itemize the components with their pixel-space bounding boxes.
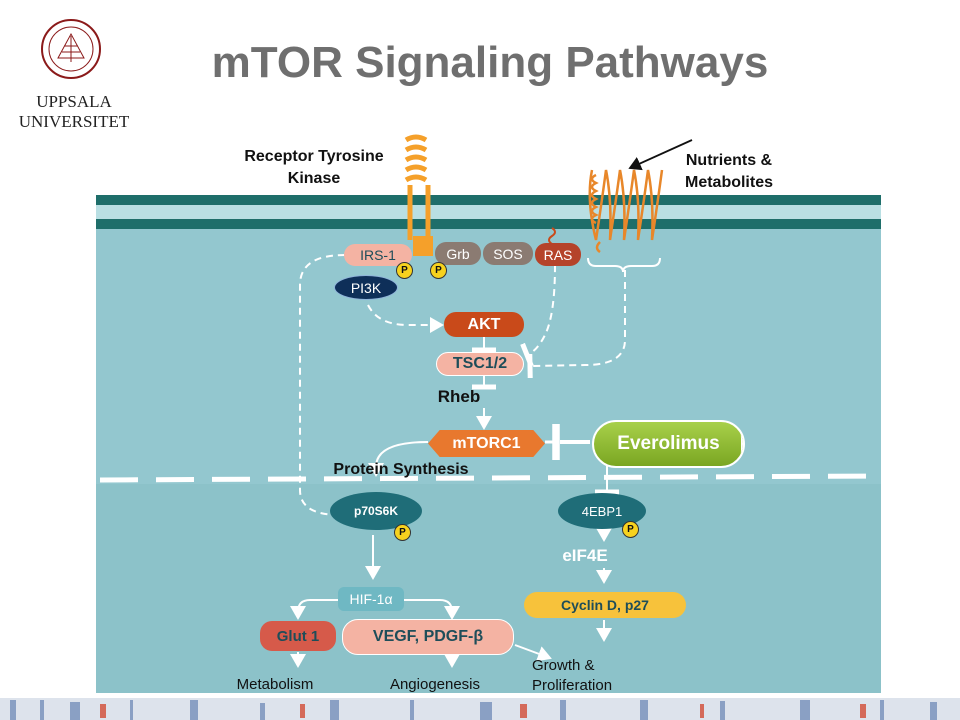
membrane-outer <box>96 195 881 205</box>
nuclear-envelope <box>99 473 881 483</box>
node-hif: HIF-1α <box>338 587 404 611</box>
nutrients-label: Nutrients & Metabolites <box>684 152 773 191</box>
nucleus-region <box>96 484 881 693</box>
node-ras: RAS <box>535 243 581 266</box>
receptor-label: Receptor Tyrosine Kinase <box>244 148 384 187</box>
node-mtorc1: mTORC1 <box>428 430 545 457</box>
phospho-badge: P <box>396 262 413 279</box>
node-akt: AKT <box>444 312 524 337</box>
node-pi3k: PI3K <box>334 275 398 300</box>
phospho-badge: P <box>430 262 447 279</box>
protein-synthesis-label: Protein Synthesis <box>333 461 469 478</box>
membrane-inner <box>96 219 881 229</box>
eif4e-label: eIF4E <box>562 546 608 565</box>
receptor-icon <box>404 134 431 240</box>
outcome-angiogenesis: Angiogenesis <box>389 676 481 693</box>
node-everolimus[interactable]: Everolimus <box>592 420 745 468</box>
university-seal-icon <box>41 19 101 79</box>
node-irs1: IRS-1 <box>344 244 412 266</box>
node-glut1: Glut 1 <box>260 621 336 651</box>
node-p70s6k: p70S6K <box>330 492 422 530</box>
node-tsc: TSC1/2 <box>436 352 524 376</box>
rheb-label: Rheb <box>437 387 481 406</box>
phospho-badge: P <box>622 521 639 538</box>
slide-title: mTOR Signaling Pathways <box>211 38 769 87</box>
node-vegf: VEGF, PDGF-β <box>342 619 514 655</box>
outcome-growth: Growth & Proliferation <box>532 657 613 694</box>
node-grb: Grb <box>435 242 481 265</box>
outcome-metabolism: Metabolism <box>236 676 314 693</box>
node-cyclin: Cyclin D, p27 <box>524 592 686 618</box>
node-sos: SOS <box>483 242 533 265</box>
logo-line-2: UNIVERSITET <box>18 112 130 131</box>
phospho-badge: P <box>394 524 411 541</box>
nutrient-receptor-icon <box>588 169 664 254</box>
logo-line-1: UPPSALA <box>36 92 112 111</box>
